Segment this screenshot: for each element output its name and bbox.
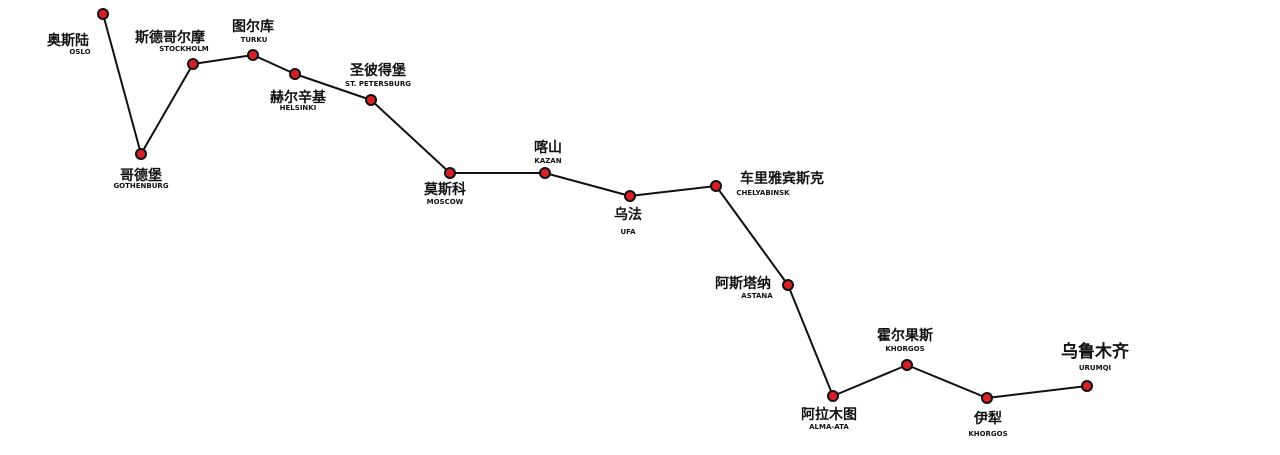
station-marker: [901, 359, 913, 371]
station-name-cn: 阿斯塔纳: [715, 275, 771, 292]
station-marker: [289, 68, 301, 80]
station-name-en: ASTANA: [741, 292, 773, 300]
route-line: [102, 13, 1088, 399]
station-name-en: TURKU: [241, 36, 268, 44]
station-name-en: STOCKHOLM: [159, 45, 209, 53]
station-name-en: KHORGOS: [968, 430, 1007, 438]
station-marker: [539, 167, 551, 179]
station-marker: [710, 180, 722, 192]
station-marker: [444, 167, 456, 179]
station-name-cn: 赫尔辛基: [270, 89, 327, 106]
station-name-en: ST. PETERSBURG: [345, 80, 411, 88]
station-marker: [135, 148, 147, 160]
station-name-cn: 奥斯陆: [47, 32, 89, 49]
station-name-en: URUMQI: [1079, 364, 1111, 372]
station-name-cn: 莫斯科: [423, 181, 466, 198]
station-marker: [365, 94, 377, 106]
station-marker: [782, 279, 794, 291]
station-name-en: HELSINKI: [280, 104, 317, 112]
station-name-cn: 乌法: [614, 206, 642, 223]
station-marker: [247, 49, 259, 61]
station-name-cn: 哥德堡: [120, 167, 162, 184]
station-name-cn: 车里雅宾斯克: [740, 170, 824, 187]
station-name-en: MOSCOW: [427, 198, 464, 206]
station-name-en: CHELYABINSK: [736, 189, 790, 197]
station-marker: [97, 8, 109, 20]
station-name-cn: 乌鲁木齐: [1061, 341, 1130, 362]
station-name-cn: 斯德哥尔摩: [135, 29, 206, 46]
station-name-en: KHORGOS: [885, 345, 924, 353]
station-marker: [827, 390, 839, 402]
station-marker: [981, 392, 993, 404]
station-marker: [1081, 380, 1093, 392]
station-name-en: ALMA-ATA: [809, 423, 849, 431]
station-name-cn: 阿拉木图: [801, 406, 857, 423]
station-marker: [187, 58, 199, 70]
station-name-en: GOTHENBURG: [113, 182, 168, 190]
station-markers: [97, 8, 1093, 404]
station-marker: [624, 190, 636, 202]
station-name-cn: 图尔库: [232, 18, 274, 35]
station-name-en: KAZAN: [534, 157, 561, 165]
station-name-cn: 霍尔果斯: [877, 327, 933, 344]
station-name-en: OSLO: [69, 48, 90, 56]
station-name-cn: 伊犁: [973, 410, 1002, 427]
station-name-cn: 喀山: [534, 139, 562, 156]
station-name-en: UFA: [620, 228, 636, 236]
station-name-cn: 圣彼得堡: [349, 62, 406, 79]
